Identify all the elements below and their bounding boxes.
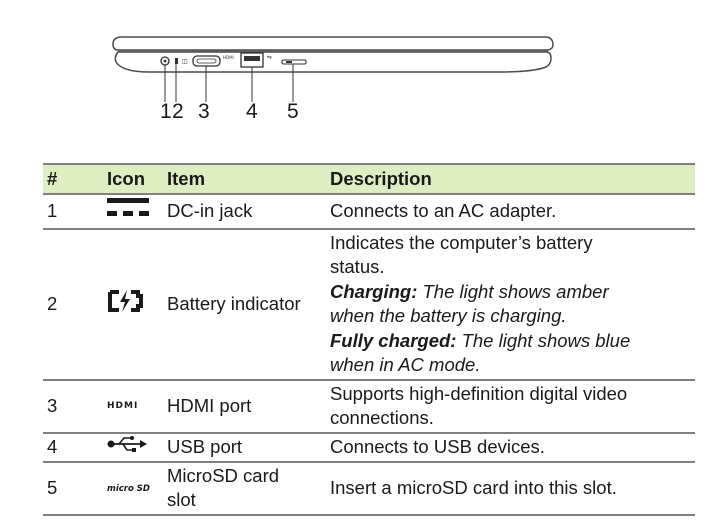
- table-row: 4 USB port Connects to USB devices: [43, 433, 695, 462]
- row-number: 4: [47, 435, 58, 457]
- row-number: 3: [47, 394, 58, 416]
- callout-5: 5: [287, 100, 299, 123]
- dc-in-jack-icon: [107, 196, 149, 227]
- ports-table: # Icon Item Description 1 DC-in jack: [43, 163, 695, 516]
- header-item: Item: [163, 163, 326, 195]
- svg-text:◫: ◫: [182, 58, 188, 65]
- laptop-base-outline: [114, 51, 552, 73]
- row-number: 2: [47, 292, 58, 314]
- row-item: Battery indicator: [167, 292, 301, 314]
- table-row: 1 DC-in jack Connects to an AC adapter.: [43, 194, 695, 229]
- row-number: 1: [47, 200, 58, 221]
- battery-led-port: [175, 58, 178, 64]
- callout-3: 3: [198, 100, 210, 123]
- charging-label: Charging:: [330, 280, 418, 302]
- row-item: MicroSD card slot: [167, 464, 280, 511]
- laptop-side-illustration: ◫ HDMI ⇋: [112, 36, 554, 102]
- row-item: DC-in jack: [167, 200, 253, 221]
- callout-4: 4: [246, 100, 258, 123]
- table-row: 3 HDMI HDMI port Supports high-definitio…: [43, 380, 695, 433]
- fully-charged-label: Fully charged:: [330, 329, 457, 351]
- row-item: HDMI port: [167, 394, 252, 416]
- header-description: Description: [326, 163, 695, 195]
- microsd-icon: micro SD: [107, 483, 150, 494]
- table-row: 5 micro SD MicroSD card slot Insert a mi…: [43, 462, 695, 515]
- battery-charging-icon: [107, 289, 143, 320]
- header-number: #: [43, 163, 103, 195]
- header-icon: Icon: [103, 163, 163, 195]
- laptop-lid-outline: [112, 36, 554, 51]
- callout-labels: 1 2 3 4 5: [0, 100, 719, 130]
- svg-text:HDMI: HDMI: [223, 55, 234, 60]
- row-number: 5: [47, 477, 58, 499]
- microsd-port: [281, 59, 307, 65]
- usb-icon: [107, 435, 147, 460]
- row-description: Connects to an AC adapter.: [330, 200, 557, 221]
- callout-2: 2: [172, 100, 184, 123]
- hdmi-icon: HDMI: [107, 401, 139, 412]
- row-description: Connects to USB devices.: [330, 435, 545, 457]
- row-item: USB port: [167, 435, 243, 457]
- svg-text:⇋: ⇋: [267, 54, 272, 61]
- callout-1: 1: [160, 100, 172, 123]
- table-header-row: # Icon Item Description: [43, 163, 695, 195]
- row-description: Supports high-definition digital video c…: [330, 382, 628, 429]
- table-row: 2 Battery indicator Indicates the comput…: [43, 229, 695, 380]
- row-description: Insert a microSD card into this slot.: [330, 477, 617, 499]
- row-description: Indicates the computer’s battery status.…: [330, 231, 631, 376]
